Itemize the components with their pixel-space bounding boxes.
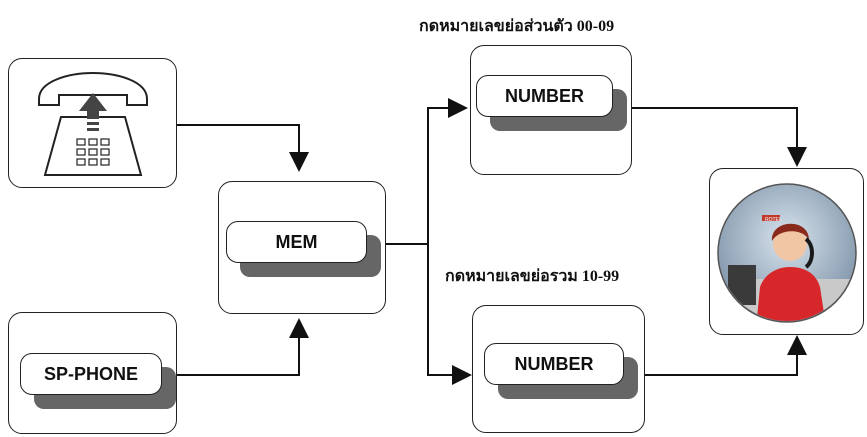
split-to-top-line <box>427 98 468 244</box>
number-bottom-key-label: NUMBER <box>484 343 624 385</box>
sp-phone-key-label: SP-PHONE <box>20 353 162 395</box>
caption-bottom: กดหมายเลขย่อรวม 10-99 <box>445 268 620 285</box>
svg-text:ROTEL: ROTEL <box>765 217 782 223</box>
phone-box <box>8 58 177 188</box>
sp-phone-key[interactable]: SP-PHONE <box>20 353 176 409</box>
number-top-key[interactable]: NUMBER <box>476 75 627 131</box>
mem-key[interactable]: MEM <box>226 221 381 277</box>
split-to-bottom-line <box>427 244 472 385</box>
number-top-key-label: NUMBER <box>476 75 613 117</box>
number-bottom-key[interactable]: NUMBER <box>484 343 638 399</box>
top-to-operator-line <box>632 107 807 167</box>
spphone-to-mem-line <box>177 318 309 376</box>
phone-to-mem-line <box>177 124 309 172</box>
operator-woman-photo: ROTEL <box>717 183 857 323</box>
caption-top: กดหมายเลขย่อส่วนตัว 00-09 <box>419 18 615 35</box>
telephone-handset-lift-icon <box>38 71 148 176</box>
mem-key-label: MEM <box>226 221 367 263</box>
operator-box: ROTEL <box>709 168 864 335</box>
bottom-to-operator-line <box>645 335 807 376</box>
